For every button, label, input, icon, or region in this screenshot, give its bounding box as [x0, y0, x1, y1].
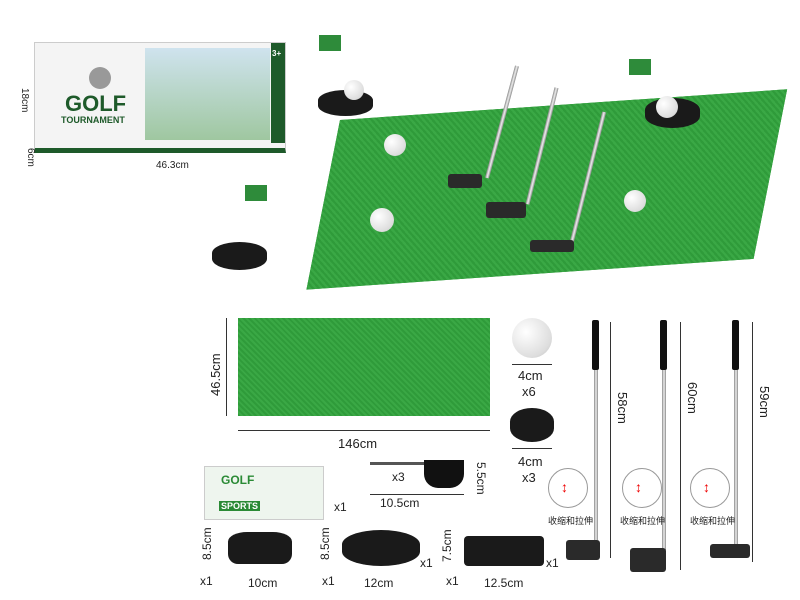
mat-height-label: 46.5cm — [208, 353, 223, 396]
sticker-qty: x1 — [334, 500, 347, 514]
club-length-line — [752, 322, 753, 562]
stretch-icon: ↕ — [690, 468, 730, 508]
product-box: 3+ GOLF TOURNAMENT — [34, 42, 286, 153]
golf-ball — [370, 208, 394, 232]
club-head — [566, 540, 600, 560]
hole-flag — [318, 34, 342, 52]
mat-width-line — [238, 430, 490, 431]
club-head — [530, 240, 574, 252]
sticker-label: SPORTS — [219, 501, 261, 511]
hole-3-qty-right: x1 — [546, 556, 559, 570]
club-shaft — [734, 370, 738, 544]
golf-ball — [384, 134, 406, 156]
club-length-line — [610, 322, 611, 558]
club-length-line — [680, 322, 681, 570]
mat-height-line — [226, 318, 227, 416]
box-width-label: 46.3cm — [156, 160, 189, 171]
box-depth-label: 6cm — [25, 148, 36, 167]
club-note: 收缩和拉伸 — [620, 516, 666, 526]
club-length-label: 60cm — [685, 382, 700, 414]
tee-size-line — [512, 448, 552, 449]
hole-1-height: 8.5cm — [200, 527, 214, 560]
ball-size-label: 4cm — [518, 368, 543, 383]
flag-qty: x3 — [392, 470, 405, 484]
flag-pole — [370, 462, 424, 465]
ball-size-line — [512, 364, 552, 365]
box-age: 3+ — [272, 49, 282, 58]
club-length-label: 58cm — [615, 392, 630, 424]
hole-flag — [628, 58, 652, 76]
golf-ball — [344, 80, 364, 100]
golf-ball — [656, 96, 678, 118]
club-note: 收缩和拉伸 — [690, 516, 736, 526]
mat — [238, 318, 490, 416]
club-shaft — [662, 370, 666, 550]
box-subtitle: TOURNAMENT — [61, 115, 125, 125]
club-shaft — [594, 370, 598, 540]
golf-ball — [512, 318, 552, 358]
golf-ball — [624, 190, 646, 212]
club-head — [486, 202, 526, 218]
club-head — [630, 548, 666, 572]
box-logo-ball — [89, 67, 111, 89]
club-note: 收缩和拉伸 — [548, 516, 594, 526]
flag-width-label: 10.5cm — [380, 496, 420, 510]
hole-2-width: 12cm — [364, 576, 394, 590]
club-grip — [592, 320, 599, 370]
hole-2-qty-right: x1 — [420, 556, 433, 570]
hole-3-height: 7.5cm — [440, 529, 454, 562]
hole-2-height: 8.5cm — [318, 527, 332, 560]
box-side-strip — [271, 43, 285, 143]
box-brand: GOLF — [65, 91, 127, 116]
club-length-label: 59cm — [757, 386, 772, 418]
flag-width-line — [370, 494, 464, 495]
club-grip — [660, 320, 667, 370]
flag-height-label: 5.5cm — [474, 462, 488, 495]
club-head — [448, 174, 482, 188]
tee-size-label: 4cm — [518, 454, 543, 469]
hole-2-qty-left: x1 — [322, 574, 335, 588]
stretch-icon: ↕ — [622, 468, 662, 508]
flag — [424, 460, 464, 488]
sticker-brand: GOLF — [221, 473, 255, 487]
club-grip — [732, 320, 739, 370]
ball-tee — [510, 408, 554, 442]
box-height-label: 18cm — [19, 88, 30, 113]
hole-3-width: 12.5cm — [484, 576, 524, 590]
hole-1-qty: x1 — [200, 574, 213, 588]
tee-qty-label: x3 — [522, 470, 536, 485]
hole-2 — [342, 530, 420, 566]
box-photo — [145, 48, 270, 140]
stretch-icon: ↕ — [548, 468, 588, 508]
hole-cup-3 — [212, 242, 267, 270]
hole-1 — [228, 532, 292, 564]
mat-width-label: 146cm — [338, 436, 378, 451]
hole-3-qty-left: x1 — [446, 574, 459, 588]
club-head — [710, 544, 750, 558]
hole-flag — [244, 184, 268, 202]
sticker-sheet: GOLF SPORTS — [204, 466, 324, 520]
ball-qty-label: x6 — [522, 384, 536, 399]
hole-3 — [464, 536, 544, 566]
hole-1-width: 10cm — [248, 576, 278, 590]
